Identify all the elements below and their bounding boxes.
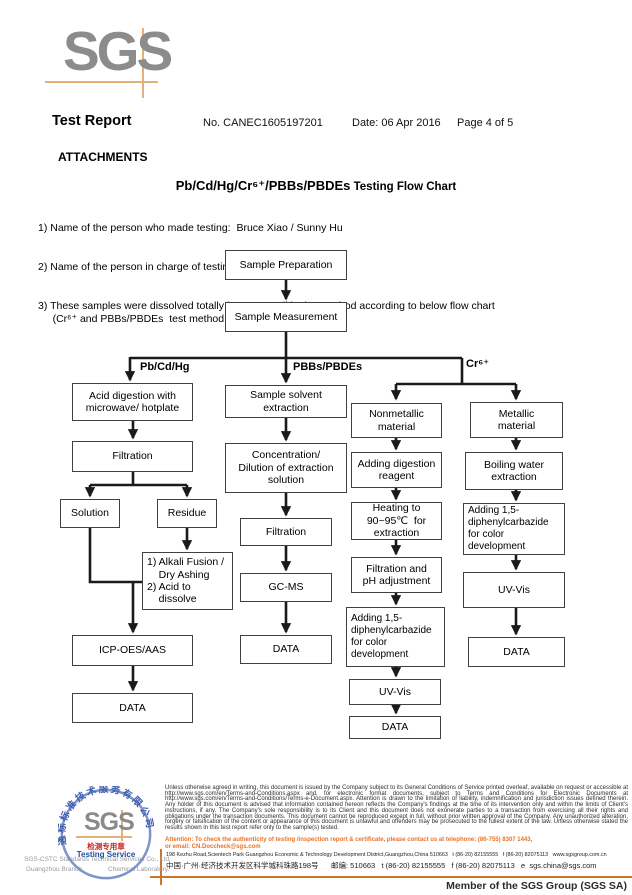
flowchart-box-solution: Solution (60, 499, 120, 528)
footer-rule-vertical (160, 849, 162, 885)
company-line-2-left: Guangzhou Branch (26, 866, 83, 873)
branch-label-pbbs-pbdes: PBBs/PBDEs (293, 361, 363, 373)
flowchart-box-filtration-1: Filtration (72, 441, 193, 472)
report-date: Date: 06 Apr 2016 (352, 117, 441, 129)
flowchart-box-boiling-water-extraction: Boiling water extraction (465, 452, 563, 490)
branch-label-pb-cd-hg: Pb/Cd/Hg (140, 361, 190, 373)
flowchart-box-sample-preparation: Sample Preparation (225, 250, 347, 280)
company-line-2-right: Chemical Laboratory. (108, 866, 170, 873)
flowchart-box-filtration-ph: Filtration and pH adjustment (351, 557, 442, 593)
logo-rule-horizontal (45, 81, 158, 83)
flowchart-box-residue: Residue (157, 499, 217, 528)
address-chinese: 中国·广州·经济技术开发区科学城科珠路198号 邮编: 510663 t (86… (166, 861, 597, 870)
legal-disclaimer: Unless otherwise agreed in writing, this… (165, 785, 628, 831)
flowchart-box-heating-extraction: Heating to 90~95℃ for extraction (351, 502, 442, 540)
flowchart-title-sub: Testing Flow Chart (350, 181, 457, 193)
flowchart-box-metallic-material: Metallic material (470, 402, 563, 438)
stamp-testing-service: Testing Service (76, 850, 136, 859)
attachments-heading: ATTACHMENTS (58, 150, 148, 164)
sgs-logo: SGS (63, 20, 173, 82)
stamp-sgs-logo: SGS (84, 808, 135, 836)
stamp-logo-rule-vertical (121, 810, 123, 841)
flowchart-title: Pb/Cd/Hg/Cr⁶⁺/PBBs/PBDEs Testing Flow Ch… (0, 177, 632, 195)
flowchart-box-alkali-fusion: 1) Alkali Fusion / Dry Ashing 2) Acid to… (142, 552, 233, 610)
company-line-2: Guangzhou Branch Chemical Laboratory. (26, 866, 169, 873)
flowchart-box-adding-digestion-reagent: Adding digestion reagent (351, 452, 442, 488)
flowchart-box-sample-measurement: Sample Measurement (225, 302, 347, 332)
footer-rule-horizontal (150, 876, 632, 878)
flowchart-box-icp-oes-aas: ICP-OES/AAS (72, 635, 193, 666)
flowchart-box-data-pbbs: DATA (240, 635, 332, 664)
stamp-ring: 通标标准技术服务有限公司 (58, 786, 153, 880)
branch-label-cr6: Cr⁶⁺ (466, 358, 490, 370)
page-indicator: Page 4 of 5 (457, 117, 514, 129)
flowchart-box-adding-diphenylcarbazide-2: Adding 1,5- diphenylcarbazide for color … (463, 503, 565, 555)
flowchart-box-data-metallic: DATA (468, 637, 565, 667)
stamp-red-text: 检测专用章 (87, 842, 125, 851)
flowchart-box-data-nonmetallic: DATA (349, 716, 441, 739)
flowchart-box-sample-solvent-extraction: Sample solvent extraction (225, 385, 347, 418)
flowchart-box-uv-vis-2: UV-Vis (463, 572, 565, 608)
flowchart-box-acid-digestion: Acid digestion with microwave/ hotplate (72, 383, 193, 421)
flowchart-box-concentration-dilution: Concentration/ Dilution of extraction so… (225, 443, 347, 493)
note-1: 1) Name of the person who made testing: … (38, 222, 343, 234)
flowchart-box-uv-vis-1: UV-Vis (349, 679, 441, 705)
attention-notice: Attention: To check the authenticity of … (165, 837, 533, 850)
sgs-stamp: 通标标准技术服务有限公司 SGS 检测专用章 Testing Service (58, 786, 154, 882)
flowchart-box-filtration-2: Filtration (240, 518, 332, 546)
flowchart-box-adding-diphenylcarbazide-1: Adding 1,5- diphenylcarbazide for color … (346, 607, 445, 667)
logo-rule-vertical (142, 28, 144, 98)
report-number: No. CANEC1605197201 (203, 117, 323, 129)
flowchart-box-nonmetallic-material: Nonmetallic material (351, 403, 442, 438)
company-line-1: SGS-CSTC Standards Technical Services Co… (24, 856, 171, 863)
flowchart-box-data-pbcdhg: DATA (72, 693, 193, 723)
report-title: Test Report (52, 113, 132, 129)
address-english: 198 Kezhu Road,Scientech Park Guangzhou … (166, 852, 607, 858)
stamp-logo-rule-horizontal (76, 836, 132, 838)
member-line: Member of the SGS Group (SGS SA) (446, 880, 627, 892)
flowchart-title-main: Pb/Cd/Hg/Cr⁶⁺/PBBs/PBDEs (175, 178, 351, 193)
flowchart-box-gc-ms: GC-MS (240, 573, 332, 602)
